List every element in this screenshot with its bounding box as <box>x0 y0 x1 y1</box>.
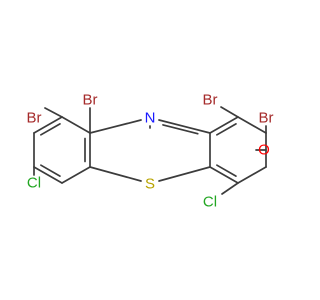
bond-to-br-left <box>44 107 63 118</box>
atom-label-br-top-left: Br <box>83 92 98 109</box>
bond-left-ring-upper-left <box>33 116 63 134</box>
bond-right-ring-top-right <box>209 116 239 134</box>
atom-label-br-left: Br <box>27 110 42 127</box>
bond-right-ring-upper-right <box>237 116 267 134</box>
bond-nitrogen-double <box>162 124 199 135</box>
bond-right-ring-top-right-double <box>216 123 237 136</box>
bond-left-ring-top-left <box>61 116 91 134</box>
bond-nitrogen-to-c <box>158 119 211 134</box>
atom-label-cl-bottom: Cl <box>203 194 217 211</box>
bond-left-ring-lower-left-double <box>40 164 61 177</box>
bond-right-ring-bottom-left-double <box>216 164 237 177</box>
bond-to-br-top-right <box>220 106 239 118</box>
bond-right-ring-bottom-left <box>209 166 239 184</box>
bond-left-ring-upper-left-double <box>40 123 61 136</box>
bond-c-to-sulfur <box>89 166 142 182</box>
atom-label-oxygen: O <box>258 142 270 159</box>
bond-to-cl-bottom <box>221 182 239 195</box>
molecule-diagram: Br Br Cl N S Br Br Cl O <box>27 92 274 211</box>
bond-right-ring-lower-right <box>237 166 267 184</box>
atom-label-nitrogen: N <box>145 110 156 127</box>
structure-canvas: Br Br Cl N S Br Br Cl O <box>27 92 274 211</box>
bond-left-ring-bottom-right <box>61 166 91 184</box>
atom-label-cl-left: Cl <box>27 175 41 192</box>
atom-label-sulfur: S <box>145 176 155 193</box>
bond-left-ring-lower-left <box>33 166 63 184</box>
atom-label-br-right: Br <box>259 110 274 127</box>
atom-label-layer: Br Br Cl N S Br Br Cl O <box>27 92 274 211</box>
bond-c-to-nitrogen <box>89 119 142 134</box>
bond-sulfur-to-c <box>158 166 211 182</box>
atom-label-br-top-right: Br <box>203 92 218 109</box>
bond-layer <box>33 106 267 195</box>
